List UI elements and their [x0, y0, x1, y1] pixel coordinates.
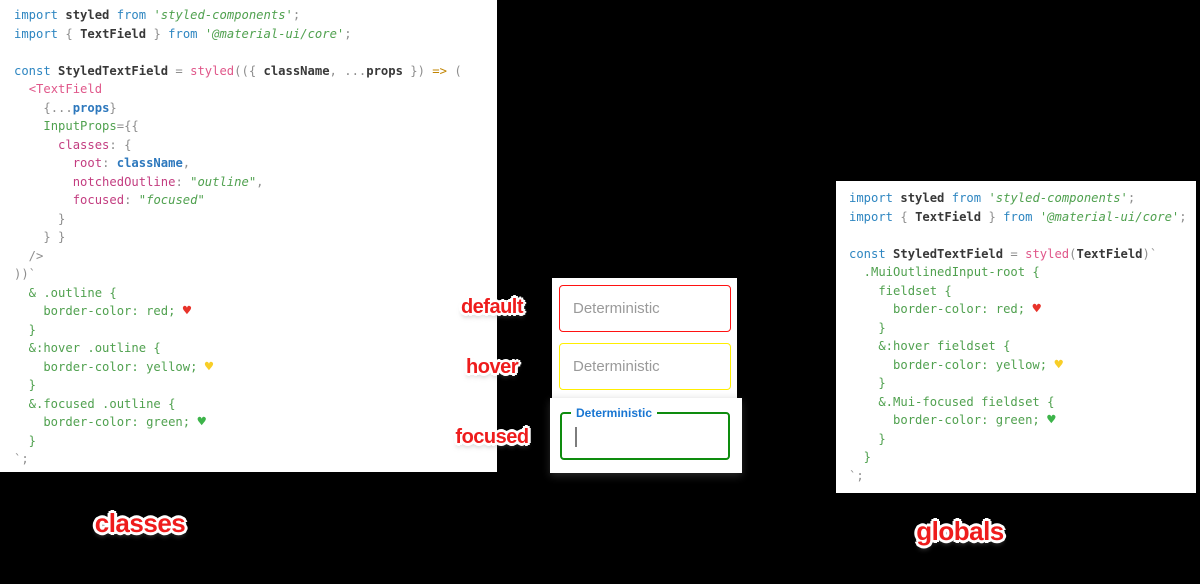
- code-line: `;: [14, 452, 29, 466]
- code-line: [14, 43, 497, 62]
- textfield-focused-label: Deterministic: [571, 406, 658, 420]
- code-line: border-color: red; ♥: [14, 303, 192, 319]
- code-line: [849, 226, 1196, 245]
- code-line: }: [849, 376, 886, 390]
- code-line: } }: [14, 230, 66, 244]
- textfield-default[interactable]: [559, 285, 731, 332]
- code-line: border-color: green; ♥: [849, 412, 1056, 428]
- state-label-focused: focused: [455, 426, 529, 448]
- code-line: }: [14, 211, 66, 226]
- code-line: const StyledTextField = styled(({ classN…: [14, 63, 462, 78]
- code-line: border-color: green; ♥: [14, 414, 206, 430]
- code-line: <TextField: [28, 82, 103, 96]
- code-line: focused: "focused": [72, 193, 205, 207]
- code-line: border-color: yellow; ♥: [849, 356, 1063, 373]
- classes-code-panel: import styled from 'styled-components'; i…: [0, 0, 497, 472]
- code-line: import styled from 'styled-components';: [849, 191, 1136, 205]
- code-line: import { TextField } from '@material-ui/…: [14, 26, 352, 41]
- code-line: import styled from 'styled-components';: [14, 8, 301, 22]
- code-line: InputProps={{: [43, 119, 139, 133]
- state-label-default: default: [460, 296, 524, 318]
- code-line: }: [849, 450, 872, 464]
- code-line: }: [849, 431, 886, 446]
- code-line: notchedOutline: "outline",: [72, 174, 264, 189]
- code-line: />: [14, 248, 44, 263]
- code-line: & .outline {: [14, 285, 117, 300]
- globals-code-panel: import styled from 'styled-components'; i…: [836, 181, 1196, 493]
- state-label-hover: hover: [466, 356, 518, 378]
- textfield-focused[interactable]: Deterministic: [560, 406, 730, 460]
- code-line: &:hover .outline {: [14, 341, 161, 355]
- code-line: }: [14, 378, 37, 392]
- code-line: }: [849, 320, 886, 335]
- code-line: root: className,: [72, 156, 191, 170]
- code-line: classes: {: [58, 137, 132, 152]
- code-line: {...props}: [43, 100, 117, 115]
- code-line: &.focused .outline {: [14, 396, 176, 411]
- code-line: `;: [849, 468, 864, 483]
- code-line: const StyledTextField = styled(TextField…: [849, 246, 1158, 261]
- code-line: }: [14, 322, 37, 337]
- textfield-hover[interactable]: [559, 343, 731, 390]
- code-line: .MuiOutlinedInput-root {: [849, 265, 1040, 279]
- code-line: &:hover fieldset {: [849, 339, 1011, 353]
- code-line: border-color: yellow; ♥: [14, 358, 214, 375]
- code-line: ))`: [14, 267, 37, 281]
- caption-classes: classes: [94, 508, 186, 538]
- text-cursor: [575, 427, 577, 447]
- code-line: border-color: red; ♥: [849, 301, 1041, 317]
- code-line: }: [14, 433, 37, 448]
- code-line: import { TextField } from '@material-ui/…: [849, 209, 1187, 224]
- caption-globals: globals: [916, 516, 1004, 546]
- code-line: fieldset {: [849, 283, 952, 298]
- code-line: &.Mui-focused fieldset {: [849, 394, 1055, 409]
